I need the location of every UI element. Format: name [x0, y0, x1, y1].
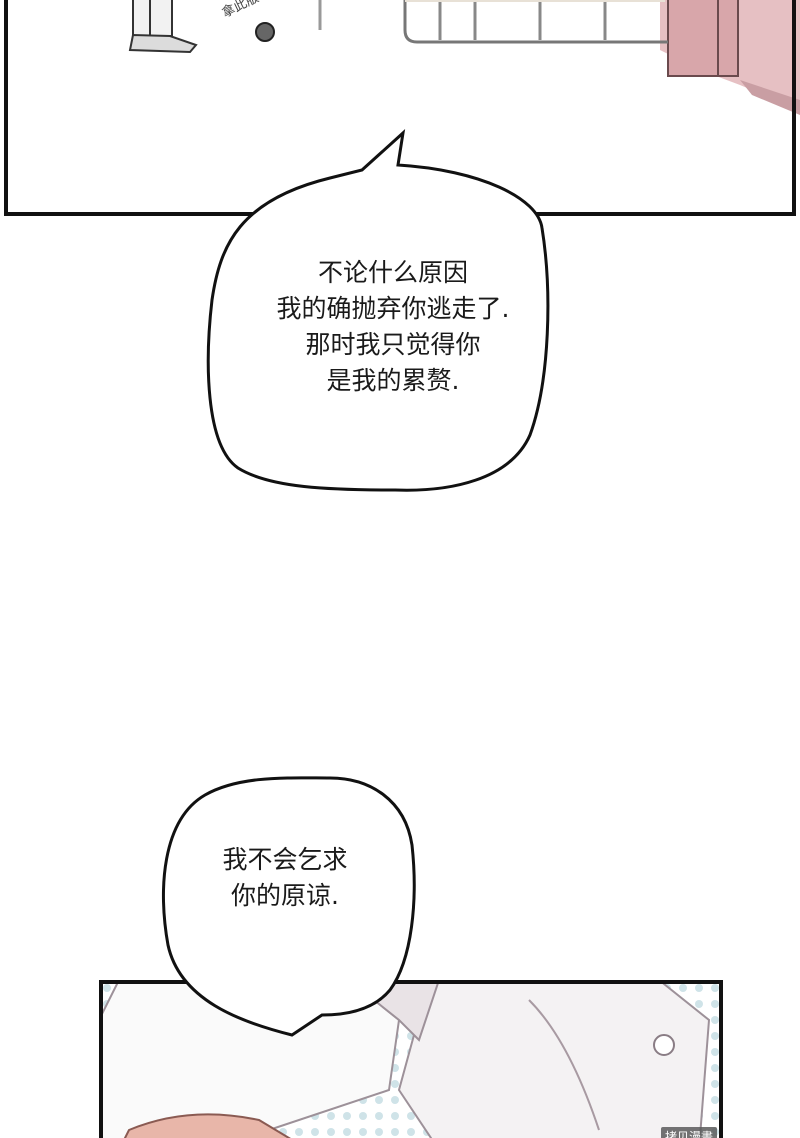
- dialogue-line: 是我的累赘.: [326, 366, 460, 395]
- speech-bubble-1-text: 不论什么原因 我的确抛弃你逃走了. 那时我只觉得你 是我的累赘.: [200, 255, 586, 399]
- dialogue-line: 我的确抛弃你逃走了.: [276, 294, 510, 323]
- speech-bubble-2-text: 我不会乞求 你的原谅.: [160, 842, 410, 914]
- dialogue-line: 你的原谅.: [231, 881, 339, 910]
- panel-bottom-art: [99, 980, 723, 1138]
- watermark-text: 拷贝漫畫: [660, 1127, 717, 1138]
- panel-top-art: [0, 0, 800, 216]
- dialogue-line: 不论什么原因: [317, 258, 468, 287]
- comic-panel-top: 拿此版收费的: [0, 0, 800, 216]
- comic-panel-bottom: 拷贝漫畫: [99, 980, 723, 1138]
- dialogue-line: 我不会乞求: [222, 845, 348, 874]
- dialogue-line: 那时我只觉得你: [305, 330, 481, 359]
